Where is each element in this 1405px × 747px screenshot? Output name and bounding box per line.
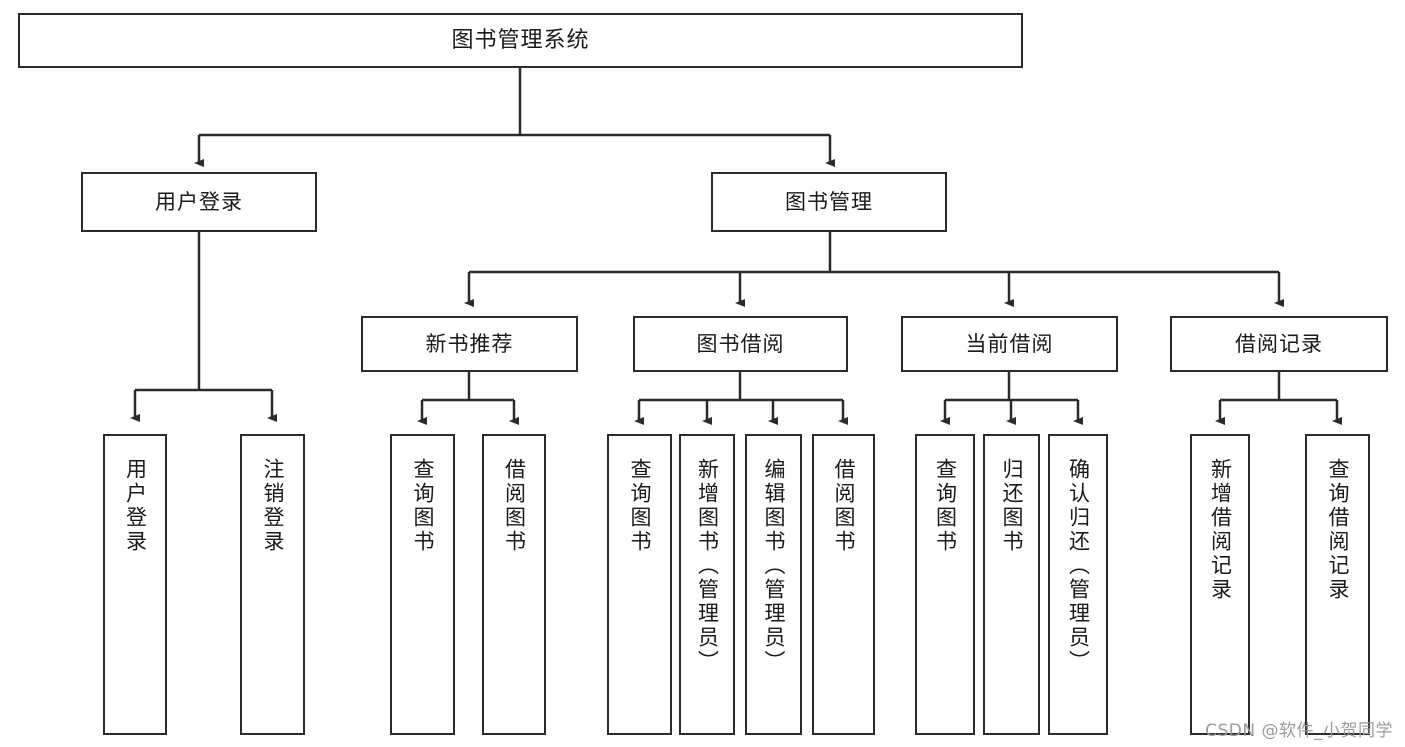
node-label: 查询图书 <box>933 458 958 554</box>
node-label: 用户登录 <box>123 458 148 554</box>
leaf-user-login[interactable]: 用户登录 <box>103 434 167 735</box>
node-label: 图书借阅 <box>696 331 785 356</box>
node-borrow-record[interactable]: 借阅记录 <box>1170 316 1388 372</box>
node-label: 查询借阅记录 <box>1326 458 1350 602</box>
node-label: 借阅记录 <box>1235 331 1323 356</box>
node-label: 新书推荐 <box>425 331 514 356</box>
leaf-user-logout[interactable]: 注销登录 <box>240 434 305 735</box>
node-label: 编辑图书（管理员） <box>762 458 786 674</box>
node-label: 归还图书 <box>1000 458 1024 554</box>
node-label: 借阅图书 <box>832 458 856 554</box>
leaf-borrow-query-book[interactable]: 查询图书 <box>607 434 672 735</box>
leaf-borrow-add-book-admin[interactable]: 新增图书（管理员） <box>679 434 735 735</box>
node-label: 图书管理 <box>785 189 873 214</box>
node-label: 图书管理系统 <box>451 27 590 53</box>
node-current-borrow[interactable]: 当前借阅 <box>901 316 1118 372</box>
leaf-current-confirm-return-admin[interactable]: 确认归还（管理员） <box>1048 434 1108 735</box>
node-book-borrow[interactable]: 图书借阅 <box>633 316 848 372</box>
node-label: 注销登录 <box>261 458 285 554</box>
leaf-recommend-query-book[interactable]: 查询图书 <box>390 434 455 735</box>
node-label: 查询图书 <box>628 458 652 554</box>
node-label: 当前借阅 <box>965 331 1054 356</box>
watermark: CSDN @软件_小贺同学 <box>1205 721 1393 741</box>
leaf-borrow-edit-book-admin[interactable]: 编辑图书（管理员） <box>745 434 802 735</box>
leaf-current-query-book[interactable]: 查询图书 <box>915 434 975 735</box>
node-label: 确认归还（管理员） <box>1066 458 1091 674</box>
leaf-record-add-record[interactable]: 新增借阅记录 <box>1190 434 1250 735</box>
node-new-book-recommend[interactable]: 新书推荐 <box>361 316 578 372</box>
node-label: 查询图书 <box>411 458 435 554</box>
leaf-current-return-book[interactable]: 归还图书 <box>983 434 1040 735</box>
node-label: 借阅图书 <box>502 458 527 554</box>
leaf-recommend-borrow-book[interactable]: 借阅图书 <box>482 434 546 735</box>
node-label: 新增图书（管理员） <box>695 458 720 674</box>
node-label: 用户登录 <box>155 189 243 214</box>
node-book-management[interactable]: 图书管理 <box>711 172 947 232</box>
leaf-borrow-borrow-book[interactable]: 借阅图书 <box>812 434 875 735</box>
node-label: 新增借阅记录 <box>1208 458 1233 602</box>
leaf-record-query-record[interactable]: 查询借阅记录 <box>1305 434 1370 735</box>
node-user-login[interactable]: 用户登录 <box>81 172 317 232</box>
node-root-system[interactable]: 图书管理系统 <box>18 13 1023 68</box>
